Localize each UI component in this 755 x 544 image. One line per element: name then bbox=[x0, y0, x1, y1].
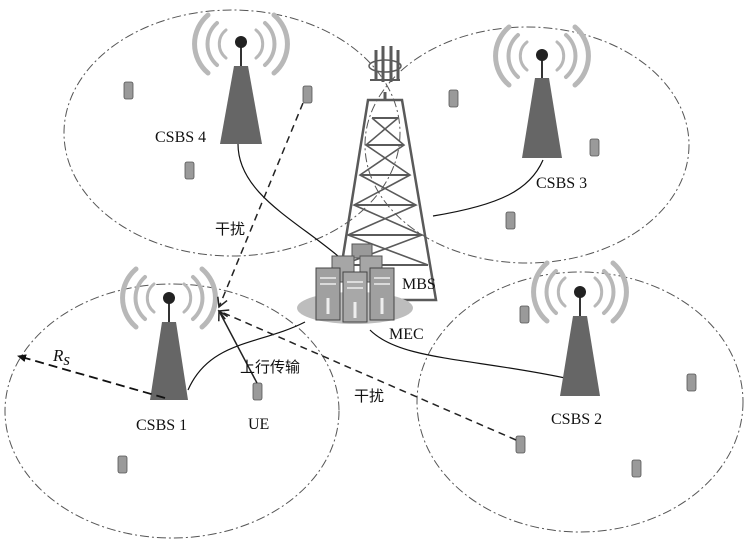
phone-icon bbox=[590, 139, 599, 156]
phone-icon bbox=[185, 162, 194, 179]
label-csbs3: CSBS 3 bbox=[536, 175, 587, 192]
radius-subscript: s bbox=[63, 350, 70, 369]
label-ue: UE bbox=[248, 416, 269, 433]
mbs-antenna-ring bbox=[369, 60, 401, 72]
ue-phone-icon bbox=[253, 383, 262, 400]
link-csbs3-mbs bbox=[433, 160, 543, 216]
phone-icon bbox=[632, 460, 641, 477]
link-csbs1-mec bbox=[188, 322, 305, 390]
phone-icon bbox=[687, 374, 696, 391]
phone-icon bbox=[449, 90, 458, 107]
signal-arrows bbox=[18, 103, 516, 440]
csbs1-tower bbox=[123, 269, 216, 400]
label-interference-right: 干扰 bbox=[354, 387, 384, 405]
phone-icon bbox=[303, 86, 312, 103]
radius-arrow bbox=[18, 356, 165, 398]
label-csbs4: CSBS 4 bbox=[155, 129, 206, 146]
label-uplink: 上行传输 bbox=[240, 358, 300, 376]
radius-symbol: R bbox=[52, 346, 64, 365]
csbs4-tower bbox=[195, 15, 288, 144]
phone-icon bbox=[506, 212, 515, 229]
phone-icon bbox=[124, 82, 133, 99]
label-csbs2: CSBS 2 bbox=[551, 411, 602, 428]
csbs2-tower bbox=[534, 263, 627, 396]
label-mbs: MBS bbox=[402, 276, 436, 293]
phone-icon bbox=[516, 436, 525, 453]
mec-servers bbox=[297, 244, 413, 324]
phone-icon bbox=[520, 306, 529, 323]
label-interference-top: 干扰 bbox=[215, 220, 245, 238]
link-csbs4-mbs bbox=[238, 144, 345, 262]
label-mec: MEC bbox=[389, 326, 424, 343]
label-csbs1: CSBS 1 bbox=[136, 417, 187, 434]
phone-icon bbox=[118, 456, 127, 473]
csbs3-tower bbox=[496, 27, 589, 158]
label-radius: Rs bbox=[52, 346, 70, 369]
